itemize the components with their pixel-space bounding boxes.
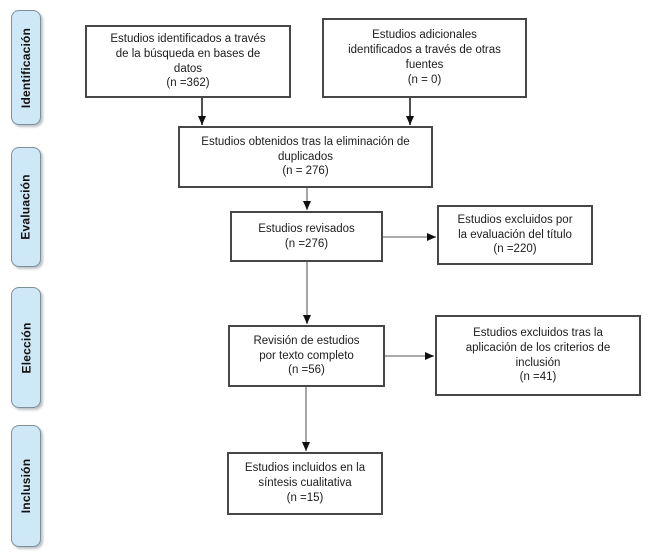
node-text: Estudios excluidos por la evaluación del… — [457, 213, 573, 256]
node-text: Estudios incluidos en la síntesis cualit… — [244, 462, 366, 504]
node-text: Estudios obtenidos tras la eliminación d… — [201, 135, 410, 178]
stage-label-inclusion: Inclusión — [11, 425, 41, 547]
node-fulltext-review: Revisión de estudios por texto completo … — [228, 325, 385, 387]
node-included-qualitative: Estudios incluidos en la síntesis cualit… — [227, 452, 383, 515]
node-text: Estudios identificados a través de la bú… — [110, 32, 266, 90]
stage-label-text: Identificación — [19, 27, 33, 108]
stage-label-text: Evaluación — [19, 174, 34, 240]
node-text: Estudios excluidos tras la aplicación de… — [465, 326, 611, 384]
stage-label-eleccion: Elección — [11, 287, 41, 408]
node-identified-other: Estudios adicionales identificados a tra… — [322, 18, 527, 98]
stage-label-evaluacion: Evaluación — [11, 147, 41, 267]
stage-label-identificacion: Identificación — [11, 10, 41, 125]
node-excluded-criteria: Estudios excluidos tras la aplicación de… — [435, 315, 641, 396]
node-identified-db: Estudios identificados a través de la bú… — [85, 25, 291, 98]
node-deduplicated: Estudios obtenidos tras la eliminación d… — [178, 126, 433, 188]
stage-label-text: Inclusión — [19, 458, 34, 514]
node-screened: Estudios revisados (n =276) — [230, 211, 383, 262]
node-text: Estudios revisados (n =276) — [258, 222, 355, 250]
node-text: Revisión de estudios por texto completo … — [253, 334, 360, 377]
node-excluded-title: Estudios excluidos por la evaluación del… — [437, 205, 593, 265]
stage-label-text: Elección — [19, 322, 33, 373]
node-text: Estudios adicionales identificados a tra… — [348, 29, 501, 86]
